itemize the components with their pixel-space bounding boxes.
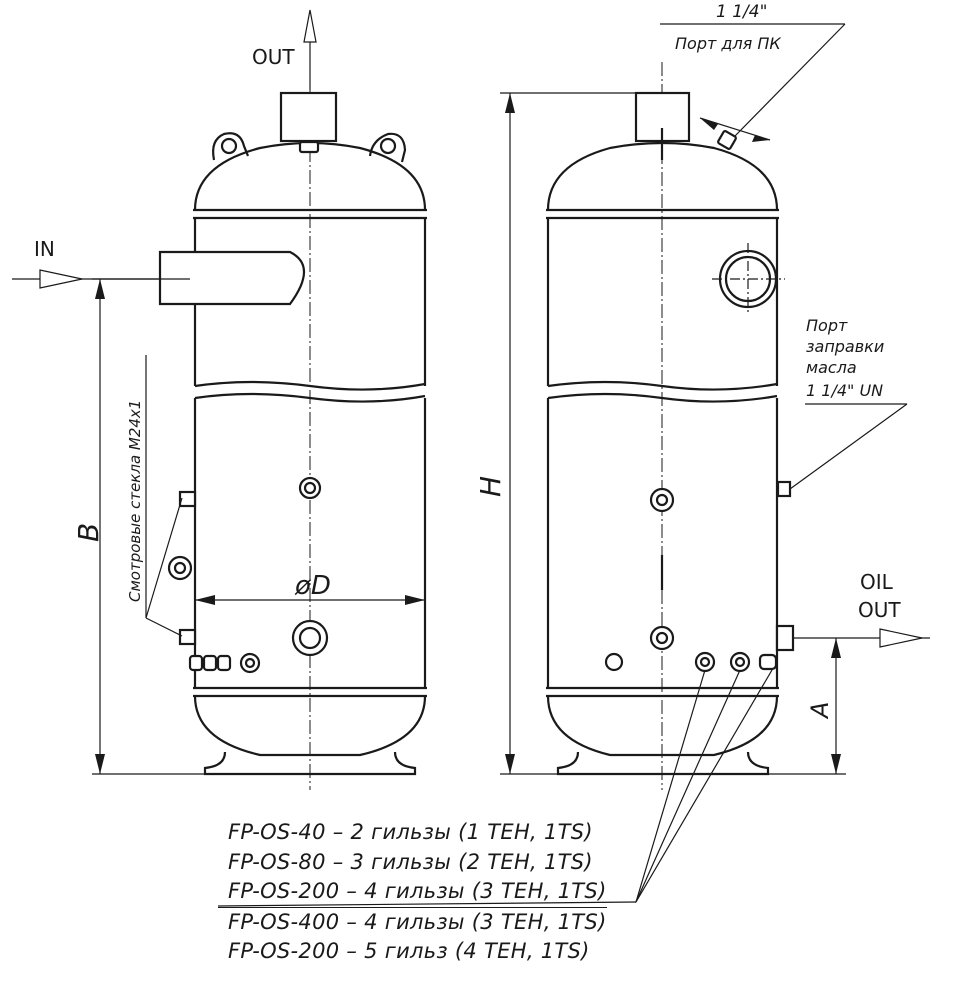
pk-port-label: Порт для ПК [675,34,781,53]
sight-glass-leader [145,355,183,637]
model-line: FP-OS-40 – 2 гильзы (1 TEH, 1TS) [228,820,593,844]
right-view: OIL OUT H A [217,2,930,907]
pk-port [717,130,737,150]
inlet-pipe-end [712,243,785,314]
dim-d-line [195,595,425,605]
outlet-pipe [279,91,338,143]
in-label: IN [34,237,55,261]
side-nozzle [167,555,193,581]
side-port-upper [649,487,675,513]
bottom-dome-side [546,695,779,757]
oil-out-label-1: OIL [860,570,894,594]
inlet-pipe [158,250,305,306]
pk-size-label: 1 1/4" [716,2,767,22]
out-label: OUT [252,45,295,69]
oil-out-arrow [793,628,930,648]
heater-sleeves-side [604,651,778,673]
sleeve-leaders [217,669,773,907]
oil-fill-leader [789,403,908,490]
heater-sleeves [188,652,261,674]
base-feet-side [556,751,770,776]
sight-glass-upper [178,490,197,508]
oil-out-fitting [775,624,795,652]
model-line: FP-OS-80 – 3 гильзы (2 TEH, 1TS) [228,849,593,874]
oil-fill-label-1: Порт [806,316,848,335]
oil-out-label-2: OUT [858,598,901,622]
oil-fill-label-3: масла [806,358,857,377]
oil-fill-port [776,480,792,498]
model-line: FP-OS-400 – 4 гильзы (3 TEH, 1TS) [218,906,607,938]
dim-a-line [768,638,846,775]
base-feet [203,751,417,776]
dim-d-label: øD [294,571,331,601]
model-line: FP-OS-200 – 5 гильз (4 TEH, 1TS) [228,939,590,963]
left-view: OUT IN [12,9,427,790]
dim-h-label: H [474,476,507,497]
lifting-lug-left [212,132,250,161]
model-line: FP-OS-200 – 4 гильзы (3 TEH, 1TS) [228,879,607,903]
bottom-dome [193,695,427,757]
oil-fill-label-2: заправки [806,337,884,356]
large-port [291,619,329,657]
sight-glass-label: Смотровые стекла M24x1 [126,400,144,602]
dim-b-label: B [72,523,105,542]
dim-a-label: A [806,702,834,720]
model-legend: FP-OS-40 – 2 гильзы (1 TEH, 1TS) FP-OS-8… [218,818,607,967]
top-dome-side [546,141,779,211]
center-port [298,476,322,500]
sight-glass-lower [178,628,197,646]
side-port-lower [649,625,675,651]
dim-b-line [92,278,205,775]
oil-fill-label-4: 1 1/4" UN [806,381,883,400]
dim-h-line [500,92,636,775]
lifting-lug-right [368,132,407,163]
dome-fitting [298,140,320,154]
out-arrow [303,9,317,90]
pk-leader [660,23,846,142]
